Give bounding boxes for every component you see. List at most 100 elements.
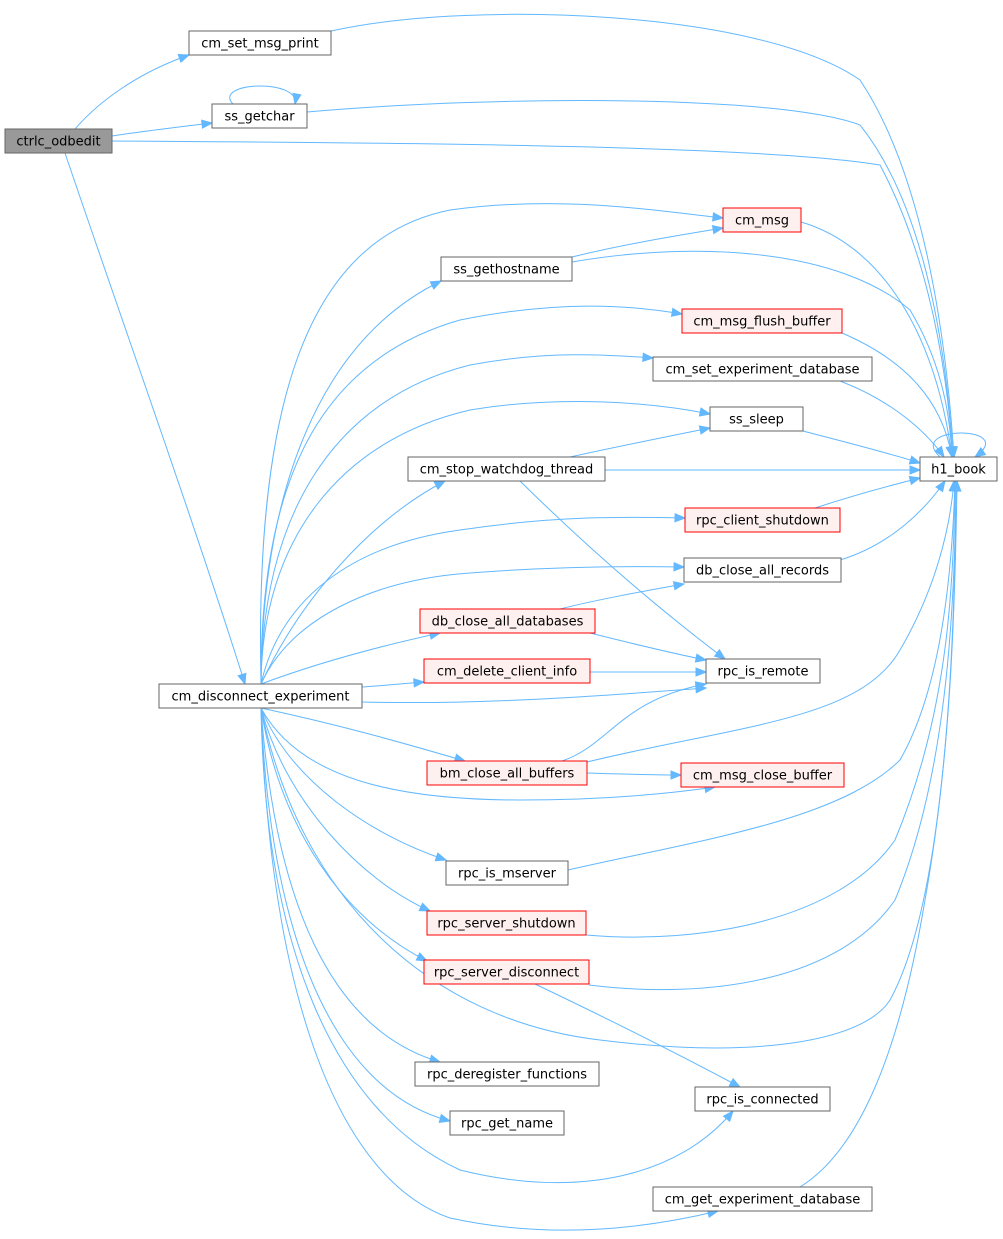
node-box[interactable] [705, 658, 821, 684]
node-box[interactable] [414, 1061, 600, 1087]
node-box[interactable] [919, 456, 998, 482]
node-box[interactable] [423, 959, 590, 985]
node-box[interactable] [4, 128, 113, 154]
node-box[interactable] [426, 760, 588, 786]
node-label: cm_msg_flush_buffer [693, 315, 831, 330]
node-cm_set_experiment_database[interactable]: cm_set_experiment_database [652, 356, 873, 382]
edge-h1_book-to-h1_book [932, 432, 987, 458]
node-box[interactable] [684, 507, 841, 533]
node-box[interactable] [423, 658, 591, 684]
edge-arrowhead [945, 445, 955, 459]
edge-ss_sleep-to-h1_book [802, 430, 922, 465]
node-cm_set_msg_print[interactable]: cm_set_msg_print [188, 30, 332, 56]
node-rpc_server_disconnect[interactable]: rpc_server_disconnect [423, 959, 590, 985]
edge-rpc_server_disconnect-to-h1_book [588, 479, 961, 991]
node-ss_sleep[interactable]: ss_sleep [709, 406, 804, 432]
node-cm_msg_close_buffer[interactable]: cm_msg_close_buffer [680, 762, 845, 788]
node-ss_getchar[interactable]: ss_getchar [211, 103, 308, 129]
edge-line [260, 203, 724, 685]
node-db_close_all_records[interactable]: db_close_all_records [683, 557, 842, 583]
node-ctrlc_odbedit[interactable]: ctrlc_odbedit [4, 128, 113, 154]
node-box[interactable] [188, 30, 332, 56]
node-box[interactable] [681, 308, 843, 334]
edge-line [260, 516, 686, 685]
edge-cm_get_experiment_database-to-h1_book [799, 479, 962, 1188]
edge-line [260, 707, 466, 762]
edge-ctrlc_odbedit-to-ss_getchar [111, 119, 214, 137]
edge-line [306, 100, 954, 458]
node-box[interactable] [407, 456, 606, 482]
edge-arrowhead [694, 653, 708, 663]
node-label: ss_gethostname [453, 263, 559, 278]
node-box[interactable] [211, 103, 308, 129]
edge-cm_disconnect_experiment-to-cm_msg_close_buffer [260, 707, 717, 801]
node-cm_delete_client_info[interactable]: cm_delete_client_info [423, 658, 591, 684]
node-box[interactable] [158, 683, 363, 709]
node-box[interactable] [652, 1186, 873, 1212]
edge-cm_disconnect_experiment-to-cm_set_experiment_database [260, 352, 655, 685]
edge-line [559, 583, 685, 610]
node-label: rpc_server_disconnect [434, 966, 579, 981]
edge-line [567, 480, 956, 871]
edge-arrowhead [695, 667, 708, 677]
edge-line [229, 85, 296, 105]
node-rpc_is_remote[interactable]: rpc_is_remote [705, 658, 821, 684]
edge-arrowhead [670, 307, 684, 317]
node-cm_msg[interactable]: cm_msg [722, 207, 802, 233]
edge-ctrlc_odbedit-to-h1_book [111, 140, 958, 459]
edge-arrowhead [952, 479, 962, 492]
edge-line [586, 772, 682, 776]
edge-line [260, 566, 685, 685]
edge-cm_stop_watchdog_thread-to-ss_sleep [569, 425, 712, 458]
node-box[interactable] [426, 910, 587, 936]
edge-line [260, 707, 719, 1231]
node-box[interactable] [652, 356, 873, 382]
edge-cm_disconnect_experiment-to-db_close_all_databases [260, 630, 442, 685]
edge-cm_stop_watchdog_thread-to-rpc_is_remote [519, 480, 727, 660]
node-box[interactable] [683, 557, 842, 583]
edge-line [260, 707, 431, 912]
edge-arrowhead [413, 678, 426, 688]
node-db_close_all_databases[interactable]: db_close_all_databases [419, 608, 596, 634]
node-cm_msg_flush_buffer[interactable]: cm_msg_flush_buffer [681, 308, 843, 334]
node-bm_close_all_buffers[interactable]: bm_close_all_buffers [426, 760, 588, 786]
edge-arrowhead [438, 1113, 452, 1123]
node-label: rpc_client_shutdown [696, 514, 829, 529]
node-box[interactable] [445, 860, 569, 886]
node-box[interactable] [440, 256, 573, 282]
node-label: rpc_is_remote [718, 665, 809, 680]
node-ss_gethostname[interactable]: ss_gethostname [440, 256, 573, 282]
edge-cm_disconnect_experiment-to-rpc_server_shutdown [260, 707, 432, 912]
edge-line [569, 427, 711, 458]
edge-arrowhead [201, 119, 214, 129]
node-rpc_deregister_functions[interactable]: rpc_deregister_functions [414, 1061, 600, 1087]
node-rpc_is_mserver[interactable]: rpc_is_mserver [445, 860, 569, 886]
edge-arrowhead [728, 1077, 742, 1088]
edge-arrowhead [177, 53, 191, 63]
edge-cm_disconnect_experiment-to-ss_gethostname [260, 280, 443, 685]
node-box[interactable] [419, 608, 596, 634]
node-box[interactable] [449, 1110, 565, 1136]
node-box[interactable] [694, 1086, 831, 1112]
edge-bm_close_all_buffers-to-rpc_is_remote [561, 681, 708, 762]
node-cm_disconnect_experiment[interactable]: cm_disconnect_experiment [158, 683, 363, 709]
node-rpc_get_name[interactable]: rpc_get_name [449, 1110, 565, 1136]
node-box[interactable] [680, 762, 845, 788]
node-rpc_client_shutdown[interactable]: rpc_client_shutdown [684, 507, 841, 533]
node-rpc_server_shutdown[interactable]: rpc_server_shutdown [426, 910, 587, 936]
edges-layer [64, 13, 987, 1231]
edge-line [260, 707, 451, 1122]
node-h1_book[interactable]: h1_book [919, 456, 998, 482]
node-box[interactable] [722, 207, 802, 233]
node-label: cm_stop_watchdog_thread [420, 463, 594, 478]
node-box[interactable] [709, 406, 804, 432]
edge-arrowhead [292, 92, 302, 106]
edge-arrowhead [433, 480, 447, 491]
edge-line [260, 480, 446, 685]
node-label: cm_set_msg_print [201, 37, 318, 52]
node-cm_stop_watchdog_thread[interactable]: cm_stop_watchdog_thread [407, 456, 606, 482]
node-rpc_is_connected[interactable]: rpc_is_connected [694, 1086, 831, 1112]
node-cm_get_experiment_database[interactable]: cm_get_experiment_database [652, 1186, 873, 1212]
edge-arrowhead [698, 425, 712, 435]
